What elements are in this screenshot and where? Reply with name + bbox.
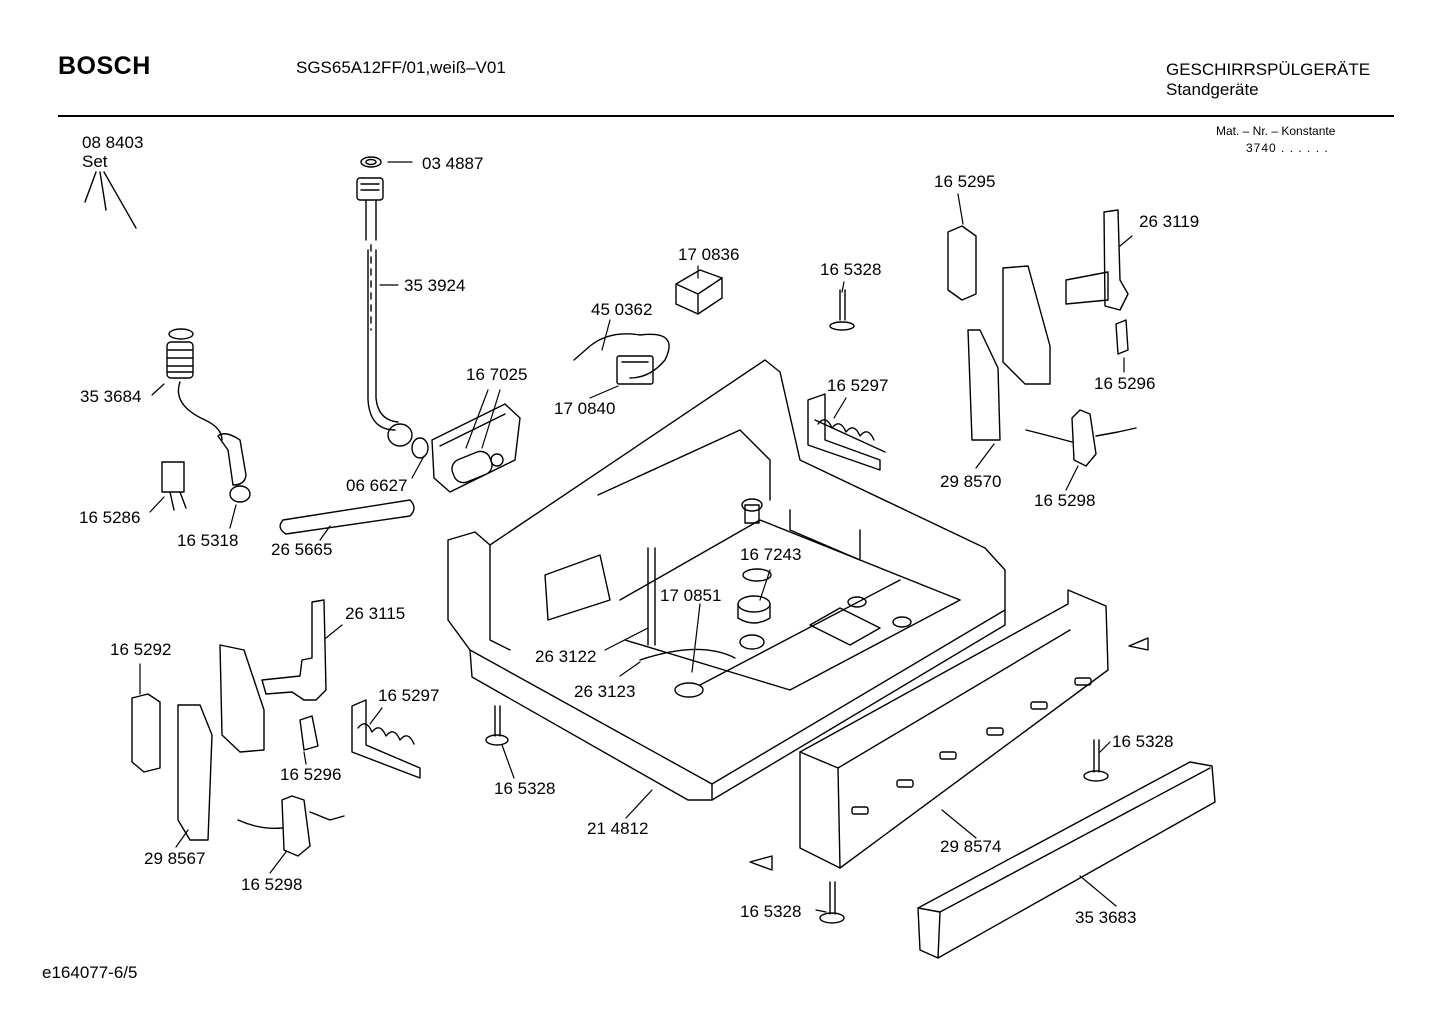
- part-label: 45 0362: [591, 300, 653, 319]
- part-label: 17 0836: [678, 245, 740, 264]
- part-label: 03 4887: [422, 154, 484, 173]
- hose-clip-part: [161, 461, 187, 511]
- valve-assembly-part: [431, 403, 521, 493]
- model-number: SGS65A12FF/01,weiß–V01: [296, 58, 506, 77]
- part-label: 16 5298: [241, 875, 303, 894]
- part-label: 21 4812: [587, 819, 649, 838]
- part-label: 16 5328: [494, 779, 556, 798]
- part-label: 29 8574: [940, 837, 1002, 856]
- part-label: 35 3684: [80, 387, 142, 406]
- part-label: 16 5318: [177, 531, 239, 550]
- set-pointer-lines: [84, 171, 137, 229]
- right-side-brackets: [947, 209, 1137, 467]
- screw-part-middle: [485, 705, 509, 746]
- part-label: 16 5328: [1112, 732, 1174, 751]
- part-label: 16 5297: [827, 376, 889, 395]
- part-label: 26 3122: [535, 647, 597, 666]
- drain-hose-part: [279, 499, 415, 535]
- screw-parts-right: [749, 637, 1149, 924]
- part-label: 16 5296: [280, 765, 342, 784]
- screw-part-top: [829, 289, 855, 331]
- brand-logo: BOSCH: [58, 52, 151, 80]
- base-tub-part: [447, 359, 1006, 801]
- part-label: 06 6627: [346, 476, 408, 495]
- leader-lines: [139, 161, 1133, 913]
- spring-hose-part: [166, 328, 251, 503]
- header-divider: [58, 115, 1394, 117]
- part-label: 16 5328: [820, 260, 882, 279]
- part-label: 16 7243: [740, 545, 802, 564]
- drawing-id: e164077-6/5: [42, 963, 138, 982]
- part-label: 16 5292: [110, 640, 172, 659]
- part-label: 17 0851: [660, 586, 722, 605]
- part-label: 29 8567: [144, 849, 206, 868]
- set-number-label: 08 8403: [82, 133, 144, 152]
- part-label: 16 5295: [934, 172, 996, 191]
- part-label: 26 3119: [1139, 212, 1200, 231]
- part-label: 29 8570: [940, 472, 1002, 491]
- material-number-value: 3740 . . . . . .: [1246, 141, 1329, 155]
- left-side-brackets: [131, 599, 421, 857]
- part-label: 35 3683: [1075, 908, 1137, 927]
- part-label: 16 5298: [1034, 491, 1096, 510]
- part-label: 16 5297: [378, 686, 440, 705]
- kickplate-part: [917, 761, 1216, 959]
- part-label: 16 5296: [1094, 374, 1156, 393]
- part-label: 17 0840: [554, 399, 616, 418]
- spring-bracket-part-right: [807, 393, 886, 471]
- category-title: GESCHIRRSPÜLGERÄTE: [1166, 60, 1371, 79]
- connector-parts: [573, 269, 723, 385]
- part-label: 26 3115: [345, 604, 406, 623]
- set-text-label: Set: [82, 152, 108, 171]
- front-panel-part: [799, 589, 1109, 869]
- part-label: 16 7025: [466, 365, 528, 384]
- part-label: 26 3123: [574, 682, 636, 701]
- inlet-hose-part: [356, 156, 429, 459]
- part-label: 35 3924: [404, 276, 466, 295]
- part-label: 16 5328: [740, 902, 802, 921]
- subcategory-title: Standgeräte: [1166, 80, 1259, 99]
- part-label: 16 5286: [79, 508, 141, 527]
- material-number-label: Mat. – Nr. – Konstante: [1216, 124, 1336, 138]
- part-label: 26 5665: [271, 540, 333, 559]
